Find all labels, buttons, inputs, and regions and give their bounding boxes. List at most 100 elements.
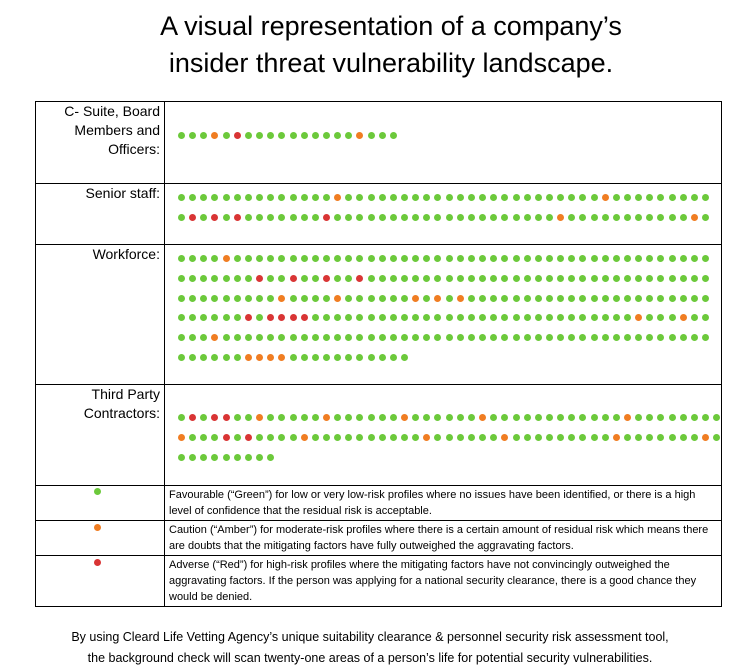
green-dot [601,294,609,302]
green-dot [178,274,185,282]
green-dot [635,194,643,201]
green-dot [311,433,319,441]
green-dot [568,314,576,322]
green-dot [378,132,386,139]
green-dot [579,334,587,342]
green-dot [267,255,275,262]
green-dot [211,194,219,201]
amber-dot [412,294,420,302]
green-dot [367,433,375,441]
green-dot [456,433,464,441]
green-dot [445,334,453,342]
green-dot [501,414,509,421]
green-dot [200,132,208,139]
green-dot [389,334,397,342]
green-dot [322,354,330,361]
green-dot [423,314,431,322]
green-dot [412,433,420,441]
green-dot [579,414,587,421]
green-dot [222,354,230,361]
amber-dot [334,294,342,302]
green-dot [389,213,397,221]
green-dot [412,213,420,221]
green-dot [590,194,598,201]
green-dot [233,453,241,461]
green-dot [367,274,375,282]
green-dot [200,414,208,421]
green-dot [445,213,453,221]
green-dot [557,255,565,262]
green-dot [456,334,464,342]
green-dot [467,314,475,322]
green-dot [479,314,487,322]
dot-cell [164,183,722,245]
green-dot [512,314,520,322]
green-dot [267,194,275,201]
row-third-party: Third Party Contractors: [35,384,722,486]
green-dot [612,274,620,282]
red-dot [289,274,297,282]
green-dot [423,255,431,262]
label-line: Senior staff: [85,185,160,201]
green-dot [289,194,297,201]
green-dot [334,334,342,342]
green-dot [646,414,654,421]
green-dot [367,132,375,139]
green-dot [690,274,698,282]
legend-swatch-cell [35,520,165,556]
green-dot [211,294,219,302]
green-dot [646,334,654,342]
label-line: Third Party [91,386,160,402]
dot-cell [164,244,722,385]
green-dot [200,354,208,361]
green-dot [389,274,397,282]
green-dot [545,334,553,342]
green-dot [690,294,698,302]
green-dot [612,414,620,421]
green-dot [300,354,308,361]
green-dot [267,274,275,282]
green-dot [267,414,275,421]
green-dot [200,194,208,201]
green-dot [635,255,643,262]
green-dot [679,213,687,221]
green-dot [367,414,375,421]
green-dot [690,433,698,441]
dot-cell [164,101,722,184]
green-dot [401,354,408,361]
green-dot [378,433,386,441]
green-dot [311,274,319,282]
green-dot [389,294,397,302]
green-dot [523,194,531,201]
green-dot [178,213,185,221]
amber-dot [601,194,609,201]
green-dot [501,334,509,342]
green-dot [289,354,297,361]
green-dot [178,255,185,262]
green-dot [690,334,698,342]
green-dot [479,334,487,342]
green-dot [590,433,598,441]
green-dot [267,132,275,139]
green-dot [579,194,587,201]
green-dot [601,274,609,282]
green-dot [200,274,208,282]
green-dot [222,453,230,461]
green-dot [668,334,676,342]
green-dot [557,194,565,201]
green-dot [657,294,665,302]
green-dot [256,255,264,262]
red-dot [278,314,286,322]
label-line: Contractors: [83,405,160,421]
green-dot [713,414,721,421]
green-dot [512,433,520,441]
green-dot [345,132,353,139]
green-dot [378,314,386,322]
green-dot [490,433,498,441]
green-dot [222,194,230,201]
green-dot [467,274,475,282]
legend-dot-red [94,559,101,566]
amber-dot [267,354,275,361]
green-dot [378,334,386,342]
green-dot [490,414,498,421]
